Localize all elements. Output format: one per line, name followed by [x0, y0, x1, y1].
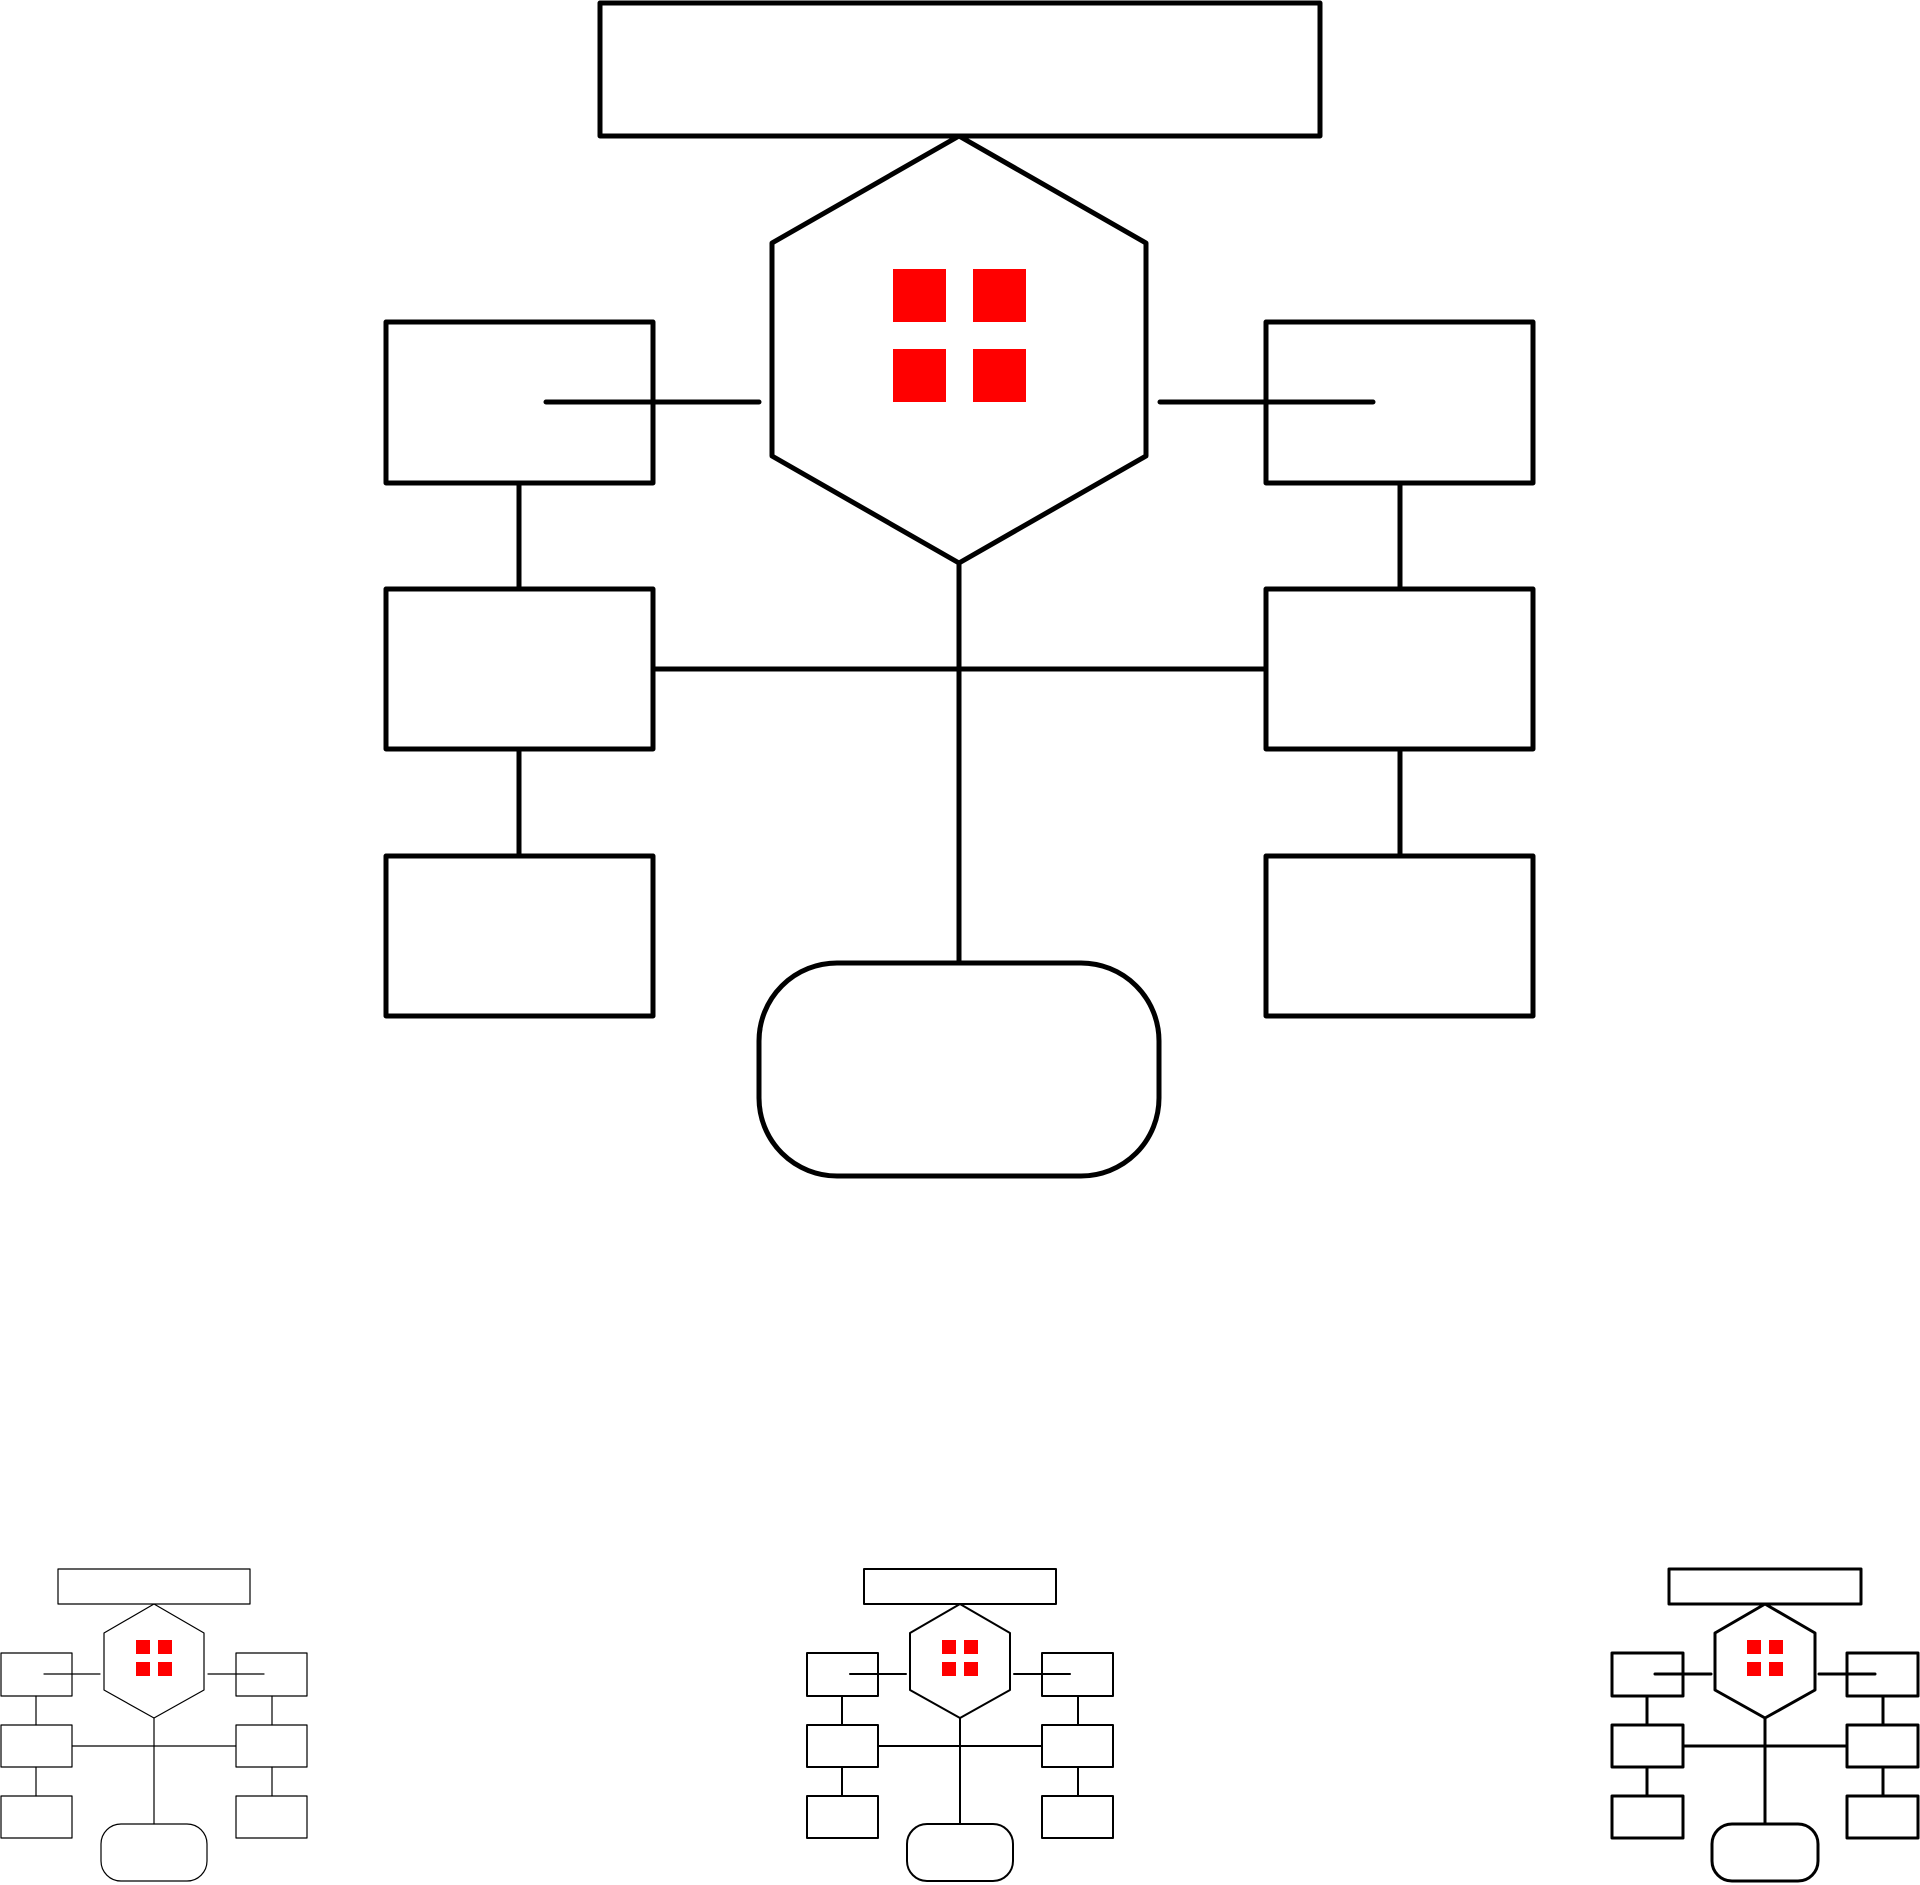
flowchart-icon-large — [383, 0, 1536, 1179]
right-box-2 — [1263, 586, 1536, 752]
left-box-2 — [383, 586, 656, 752]
flowchart-icon-thin — [0, 1568, 308, 1882]
flowchart-icon-regular — [806, 1568, 1114, 1882]
top-rect — [597, 0, 1323, 139]
flowchart-icon-bold — [1610, 1567, 1920, 1883]
left-box-3 — [383, 853, 656, 1019]
right-box-3 — [1263, 853, 1536, 1019]
hexagon — [769, 133, 1149, 566]
bottom-rounded-box — [756, 960, 1162, 1179]
grid-squares — [893, 269, 1026, 402]
